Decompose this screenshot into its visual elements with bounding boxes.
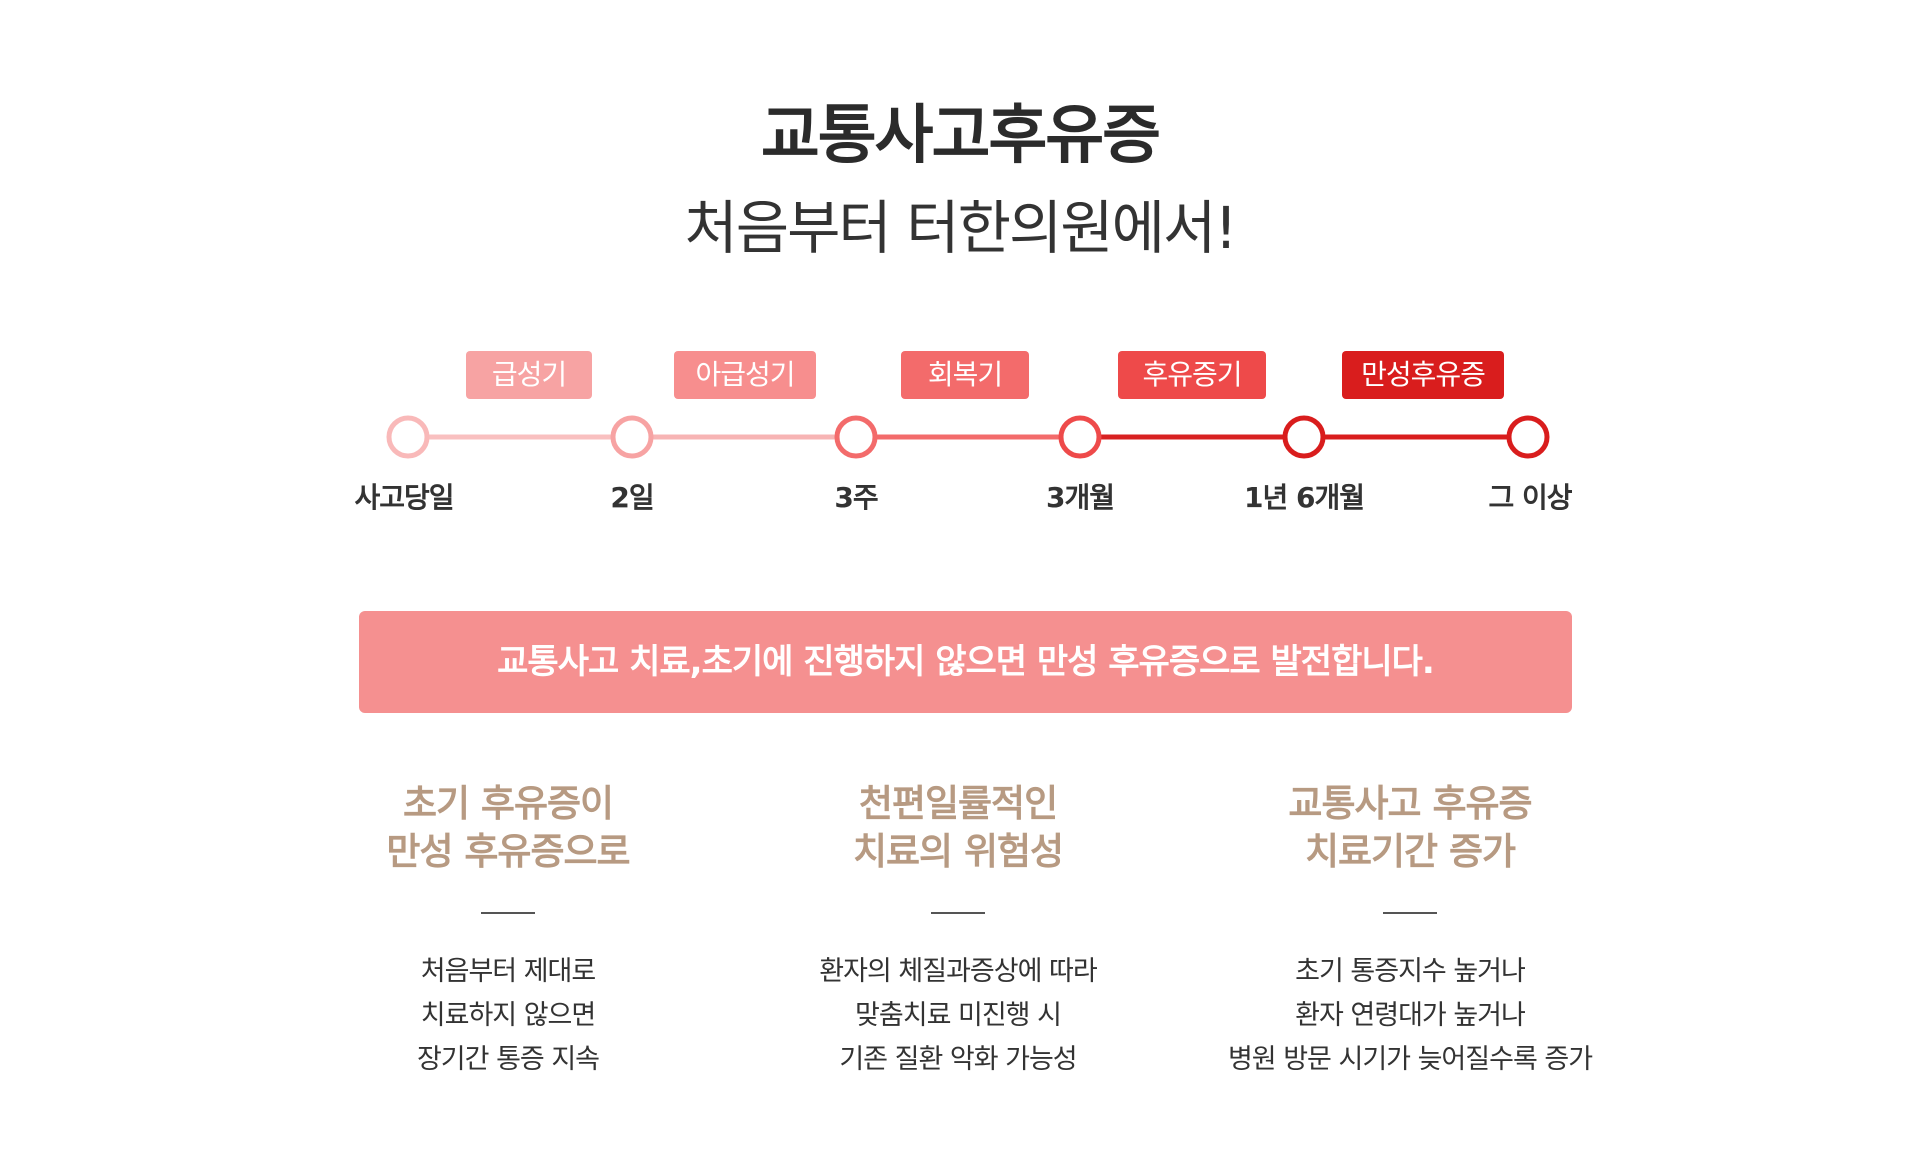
point-label-2-days: 2일	[610, 481, 654, 514]
column-text-line: 환자 연령대가 높거나	[1295, 1000, 1526, 1031]
stage-tag-sequela: 후유증기	[1118, 351, 1266, 399]
column-text-line: 기존 질환 악화 가능성	[839, 1044, 1077, 1075]
info-column-uniform-treatment: 천편일률적인 치료의 위험성 환자의 체질과증상에 따라 맞춤치료 미진행 시 …	[698, 780, 1218, 1082]
column-text-line: 병원 방문 시기가 늦어질수록 증가	[1227, 1044, 1593, 1075]
column-text-line: 장기간 통증 지속	[416, 1044, 600, 1075]
column-text-line: 환자의 체질과증상에 따라	[819, 956, 1097, 987]
column-divider	[481, 912, 535, 914]
info-column-treatment-period: 교통사고 후유증 치료기간 증가 초기 통증지수 높거나 환자 연령대가 높거나…	[1150, 780, 1670, 1082]
stage-tag-recovery: 회복기	[901, 351, 1029, 399]
column-text-line: 처음부터 제대로	[420, 956, 596, 987]
point-label-3-months: 3개월	[1045, 481, 1115, 514]
column-text-line: 맞춤치료 미진행 시	[855, 1000, 1062, 1031]
timeline-point	[386, 415, 430, 459]
stage-tag-acute: 급성기	[466, 351, 592, 399]
warning-banner: 교통사고 치료,초기에 진행하지 않으면 만성 후유증으로 발전합니다.	[359, 611, 1572, 713]
column-divider	[931, 912, 985, 914]
column-text-line: 치료하지 않으면	[420, 1000, 596, 1031]
column-title-line: 치료기간 증가	[1304, 830, 1516, 873]
point-label-3-weeks: 3주	[834, 481, 878, 514]
stage-tag-subacute: 아급성기	[674, 351, 816, 399]
info-column-chronic: 초기 후유증이 만성 후유증으로 처음부터 제대로 치료하지 않으면 장기간 통…	[248, 780, 768, 1082]
timeline-point	[1058, 415, 1102, 459]
column-title-line: 교통사고 후유증	[1288, 782, 1532, 825]
stage-tag-chronic: 만성후유증	[1342, 351, 1504, 399]
page-title: 교통사고후유증	[760, 99, 1161, 173]
timeline-point	[834, 415, 878, 459]
column-title-line: 만성 후유증으로	[386, 830, 630, 873]
column-title-line: 초기 후유증이	[402, 782, 614, 825]
timeline-point	[1506, 415, 1550, 459]
column-divider	[1383, 912, 1437, 914]
point-label-accident-day: 사고당일	[354, 481, 454, 514]
timeline-point	[610, 415, 654, 459]
column-title-line: 치료의 위험성	[852, 830, 1064, 873]
page-subtitle: 처음부터 터한의원에서!	[684, 194, 1237, 262]
column-title-line: 천편일률적인	[858, 782, 1058, 825]
column-text-line: 초기 통증지수 높거나	[1295, 956, 1526, 987]
point-label-18-months: 1년 6개월	[1244, 481, 1365, 514]
point-label-beyond: 그 이상	[1488, 481, 1572, 514]
timeline-point	[1282, 415, 1326, 459]
